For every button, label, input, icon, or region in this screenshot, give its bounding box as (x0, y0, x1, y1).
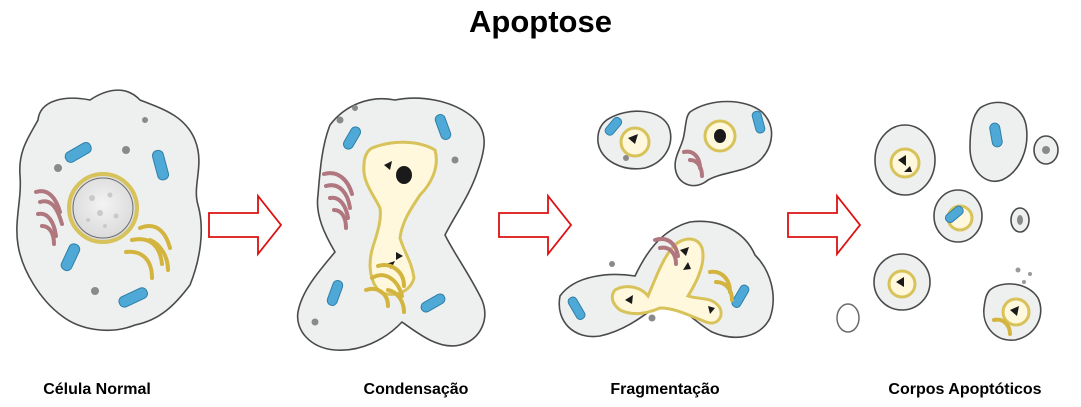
condensing-cell-icon (298, 98, 485, 350)
stage-label-apoptotic-bodies: Corpos Apoptóticos (860, 381, 1070, 399)
nucleus (69, 174, 137, 242)
stage-arrow-1 (209, 196, 281, 254)
stage-arrow-2 (499, 196, 571, 254)
stage-label-condensation: Condensação (356, 381, 476, 399)
stage-label-normal: Célula Normal (30, 381, 164, 399)
normal-cell-icon (17, 90, 201, 330)
fragmenting-cell-icon (559, 102, 773, 338)
stage-arrow-3 (788, 196, 860, 254)
stage-label-fragmentation: Fragmentação (595, 381, 735, 399)
apoptotic-bodies-icon (837, 102, 1058, 340)
